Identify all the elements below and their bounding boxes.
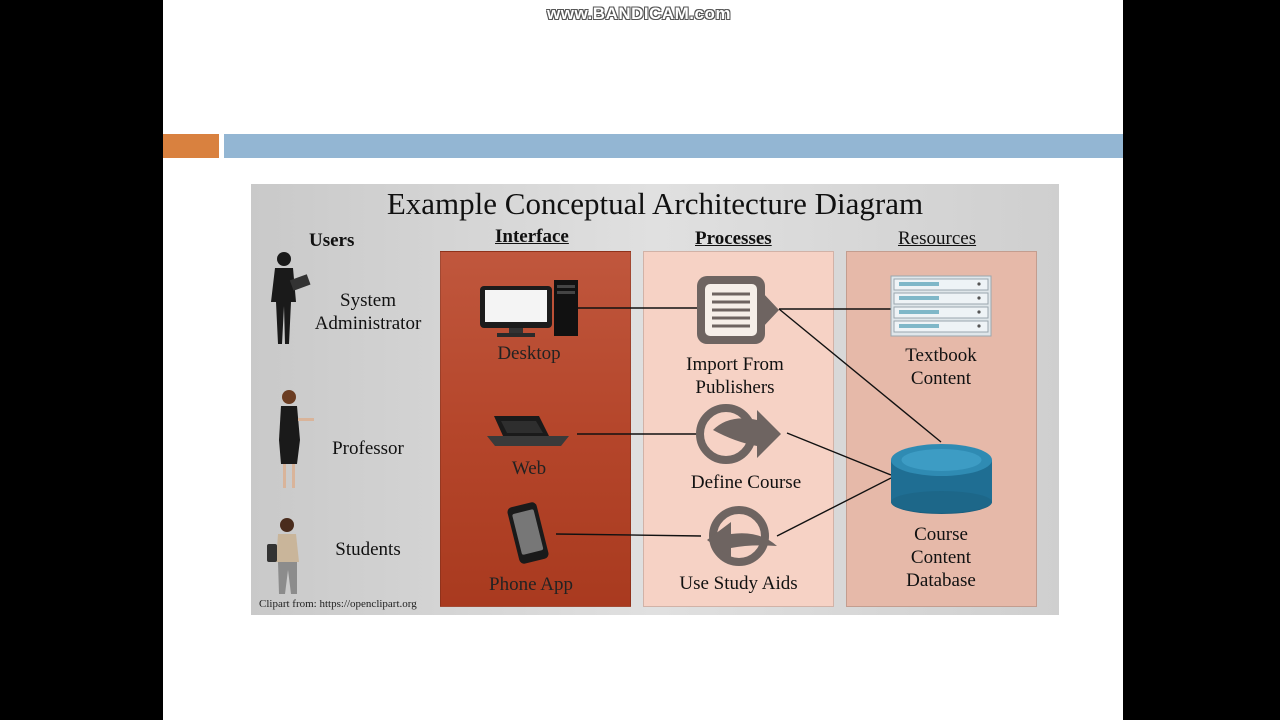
diagram-graphics bbox=[267, 252, 992, 594]
laptop-icon bbox=[487, 416, 569, 446]
column-heading-resources: Resources bbox=[898, 228, 977, 249]
process-label-use-study-aids: Use Study Aids bbox=[679, 573, 798, 594]
connector-define-database bbox=[786, 432, 892, 476]
circular-arrow-left-icon bbox=[707, 506, 777, 566]
circular-arrow-right-icon bbox=[696, 404, 781, 464]
user-label-professor: Professor bbox=[332, 438, 404, 459]
process-label-import-from-publishers: Import From Publishers bbox=[686, 354, 784, 398]
server-rack-icon bbox=[890, 275, 992, 337]
smartphone-icon bbox=[507, 502, 549, 564]
user-label-system-administrator: System Administrator bbox=[314, 290, 422, 334]
users-heading: Users bbox=[309, 230, 355, 251]
connector-phone-studyaids bbox=[555, 533, 702, 537]
user-label-students: Students bbox=[335, 539, 401, 560]
person-icon-student bbox=[267, 518, 299, 594]
connector-import-database bbox=[778, 308, 942, 443]
accent-bar-orange bbox=[163, 134, 219, 158]
watermark: www.BANDICAM.com bbox=[547, 4, 731, 23]
slide: www.BANDICAM.com Example Conceptual Arch… bbox=[163, 0, 1123, 720]
accent-bar-blue bbox=[224, 134, 1123, 158]
resource-label-course-content-database: Course Content Database bbox=[906, 524, 976, 591]
column-heading-processes: Processes bbox=[695, 228, 772, 249]
diagram-title: Example Conceptual Architecture Diagram bbox=[386, 186, 924, 221]
person-icon-system-administrator bbox=[271, 252, 311, 344]
process-label-define-course: Define Course bbox=[690, 472, 802, 493]
clipart-credit: Clipart from: https://openclipart.org bbox=[259, 598, 417, 610]
person-icon-professor bbox=[279, 390, 314, 488]
desktop-computer-icon bbox=[480, 280, 578, 337]
resource-label-textbook-content: Textbook Content bbox=[905, 345, 977, 389]
connector-studyaids-database bbox=[776, 477, 892, 537]
interface-label-desktop: Desktop bbox=[497, 343, 561, 364]
document-import-icon bbox=[697, 276, 779, 344]
connector-lines bbox=[555, 307, 942, 537]
architecture-diagram: Example Conceptual Architecture Diagram … bbox=[251, 184, 1059, 615]
interface-label-phone-app: Phone App bbox=[489, 574, 573, 595]
database-cylinder-icon bbox=[891, 444, 992, 514]
column-heading-interface: Interface bbox=[495, 226, 569, 247]
interface-label-web: Web bbox=[511, 458, 547, 479]
